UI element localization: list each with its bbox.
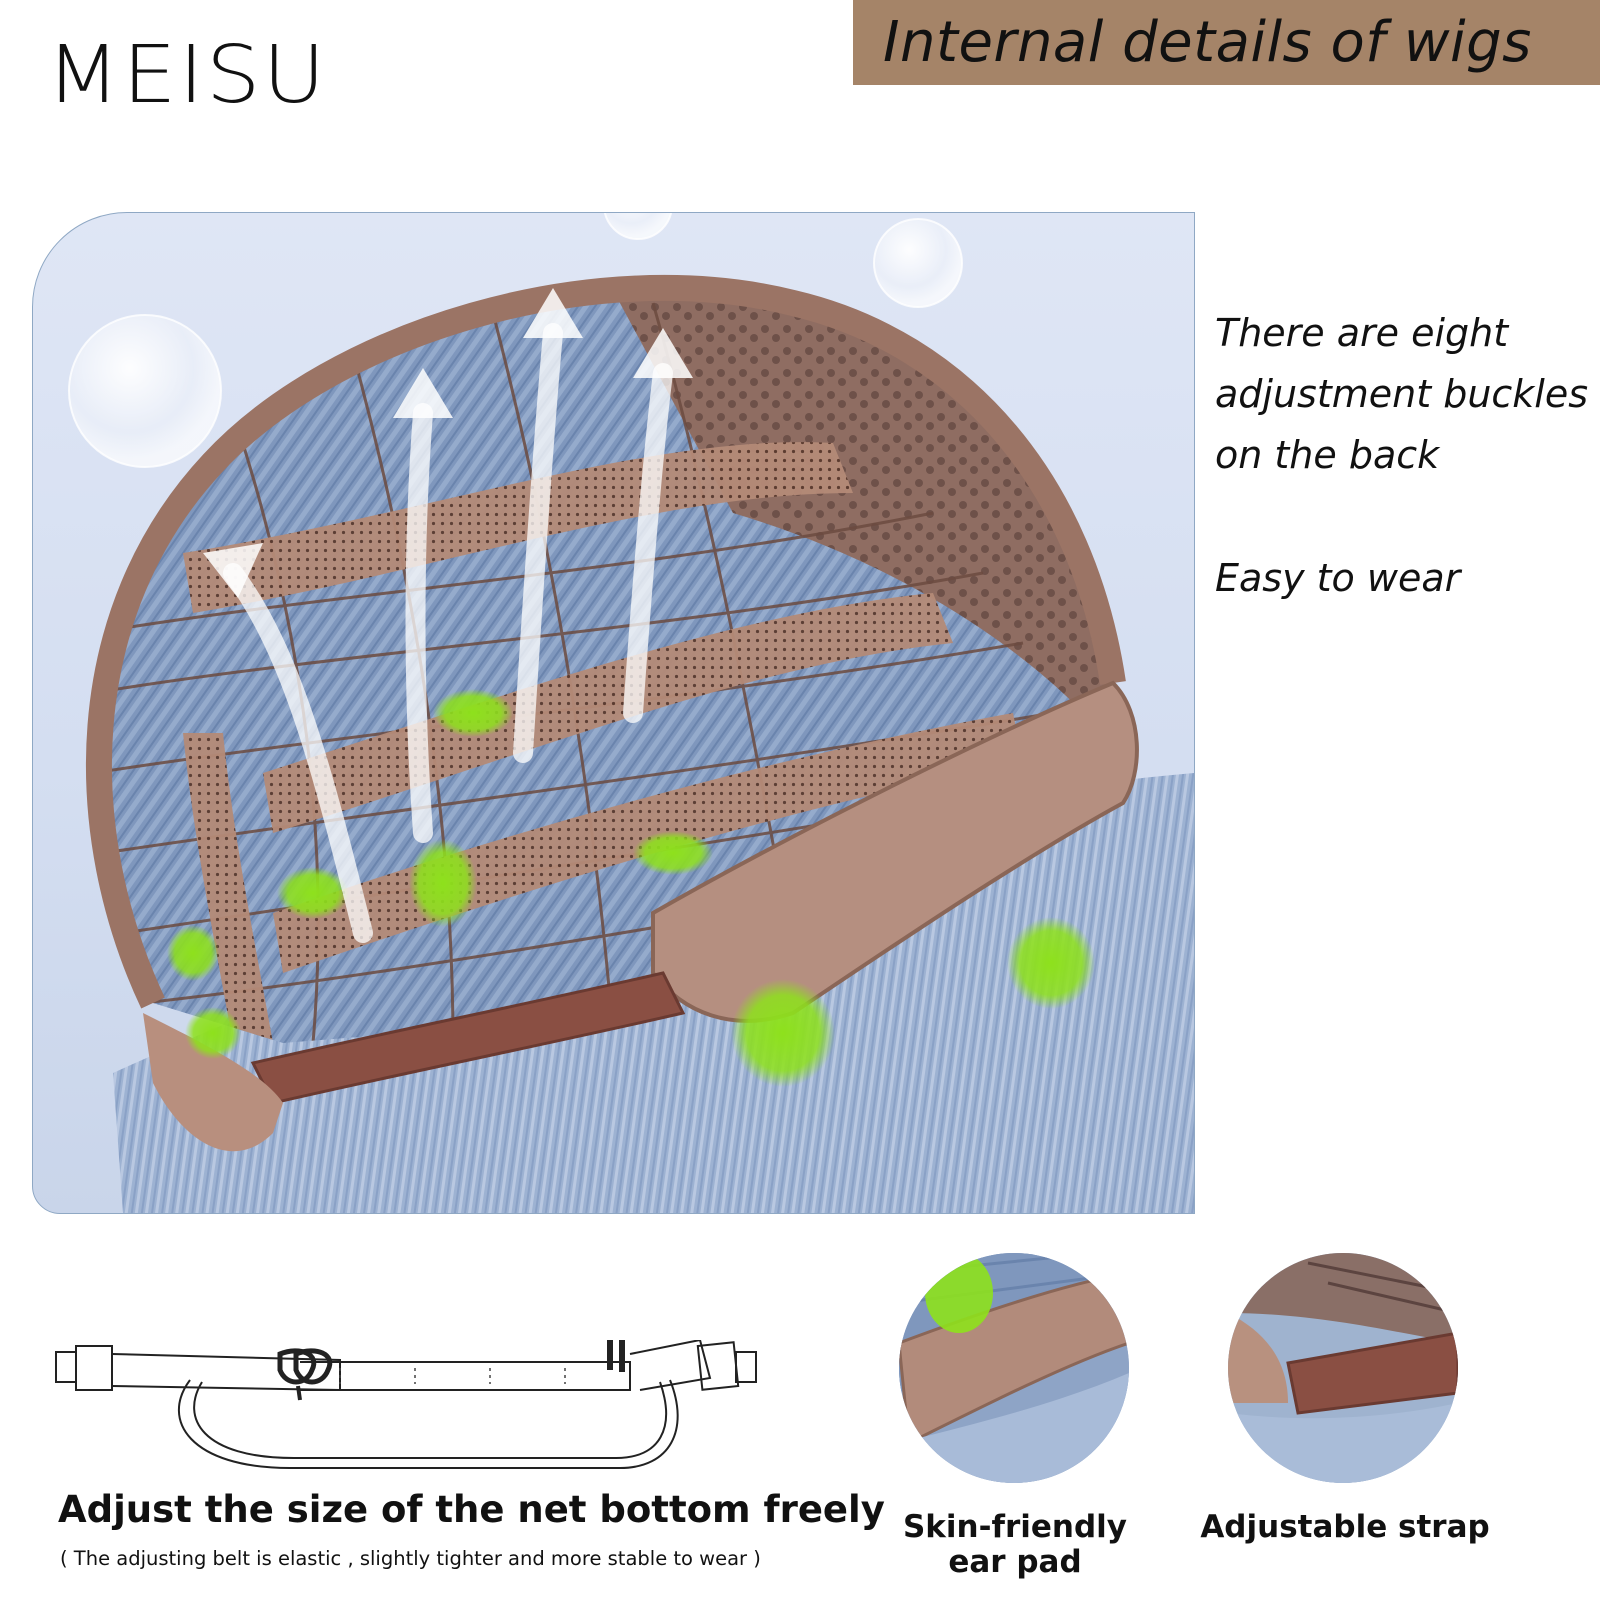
header-banner: Internal details of wigs bbox=[853, 0, 1600, 85]
strap-closeup bbox=[1228, 1253, 1458, 1483]
adjustable-strap-label: Adjustable strap bbox=[1200, 1509, 1490, 1545]
page-title: Internal details of wigs bbox=[883, 10, 1532, 75]
adjusting-belt-diagram bbox=[55, 1340, 757, 1469]
buckles-feature-text: There are eight adjustment buckles on th… bbox=[1215, 311, 1589, 477]
easy-to-wear-text: Easy to wear bbox=[1215, 556, 1461, 600]
brand-logo: MEISU bbox=[46, 29, 328, 122]
wig-cap-illustration bbox=[68, 213, 1194, 1213]
adjust-size-note: ( The adjusting belt is elastic , slight… bbox=[60, 1547, 761, 1570]
ear-pad-closeup bbox=[899, 1253, 1129, 1483]
ear-pad-label: Skin-friendly ear pad bbox=[902, 1509, 1128, 1580]
adjust-size-title: Adjust the size of the net bottom freely bbox=[58, 1488, 885, 1531]
wig-cap-photo bbox=[32, 212, 1195, 1214]
